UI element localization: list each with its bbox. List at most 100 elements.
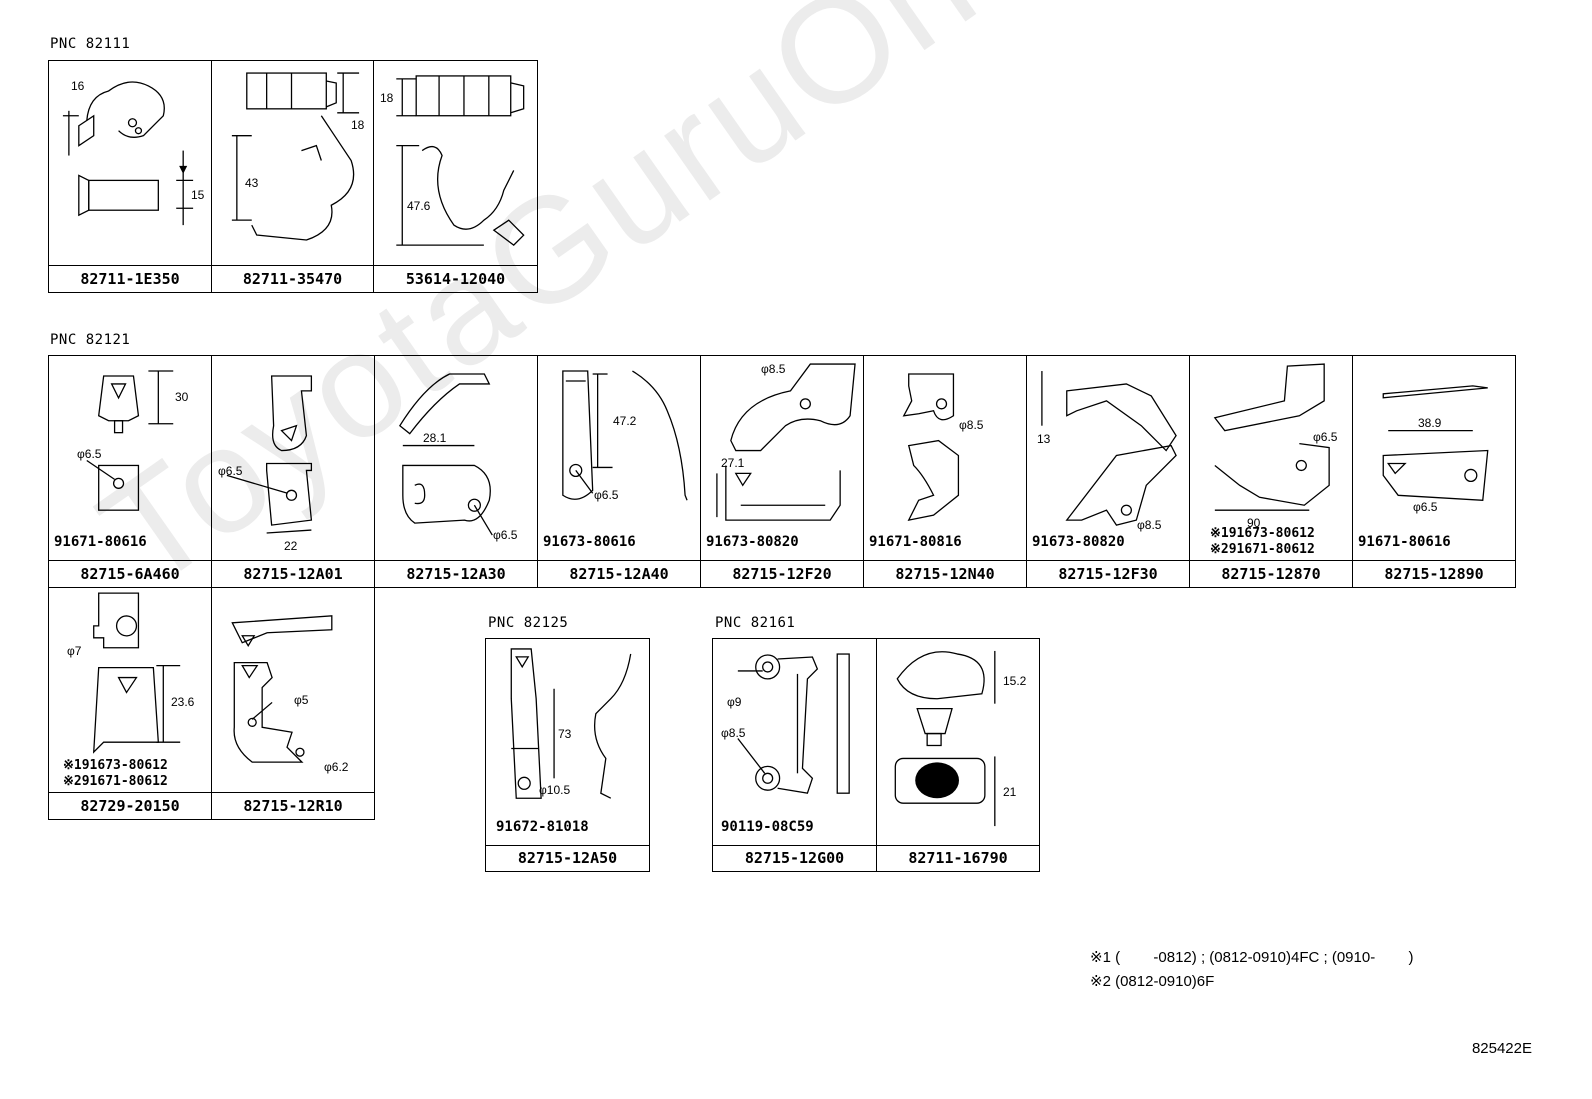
dim-label: φ9 bbox=[727, 695, 742, 709]
dim-label: 47.6 bbox=[407, 199, 431, 213]
part-cell[interactable]: 16 15 82711-1E350 bbox=[49, 61, 212, 292]
dim-label: φ6.5 bbox=[218, 464, 243, 478]
dim-label: φ8.5 bbox=[761, 362, 786, 376]
dim-label: 22 bbox=[284, 539, 298, 553]
dim-label: 15.2 bbox=[1003, 674, 1027, 688]
bolt-part-number: 91672-81018 bbox=[496, 819, 589, 835]
bracket-drawing bbox=[1213, 363, 1330, 511]
bolt-part-number: ※191673-80612 bbox=[1210, 526, 1315, 541]
pnc-label-82111: PNC 82111 bbox=[50, 36, 131, 52]
pnc-label-82161: PNC 82161 bbox=[715, 615, 796, 631]
dim-label: 16 bbox=[71, 79, 85, 93]
dim-label: φ8.5 bbox=[721, 726, 746, 740]
part-number: 82715-12F20 bbox=[732, 565, 832, 583]
bracket-drawing bbox=[1382, 385, 1489, 501]
clamp-drawing bbox=[396, 75, 525, 246]
part-cell[interactable]: φ6.5 22 82715-12A01 bbox=[212, 356, 375, 587]
dim-label: 73 bbox=[558, 727, 572, 741]
part-number: 82711-16790 bbox=[908, 849, 1008, 867]
bracket-drawing bbox=[510, 648, 632, 799]
bracket-drawing bbox=[398, 373, 493, 536]
bracket-drawing bbox=[716, 363, 856, 521]
part-number: 53614-12040 bbox=[405, 270, 506, 288]
dim-label: φ5 bbox=[294, 693, 309, 707]
dim-label: 21 bbox=[1003, 785, 1017, 799]
part-cell[interactable]: 15.2 21 82711-16790 bbox=[877, 639, 1039, 871]
part-number: 82715-12A30 bbox=[406, 565, 506, 583]
bracket-drawing bbox=[737, 653, 850, 794]
dim-label: 28.1 bbox=[423, 431, 447, 445]
dim-label: φ6.5 bbox=[1413, 500, 1438, 514]
part-cell[interactable]: 30 φ6.5 91671-80616 82715-6A460 bbox=[49, 356, 212, 587]
bolt-part-number-alt: ※291671-80612 bbox=[1210, 542, 1315, 557]
part-number: 82715-12870 bbox=[1221, 565, 1321, 583]
bolt-part-number: ※191673-80612 bbox=[63, 758, 168, 773]
part-number: 82715-12A50 bbox=[517, 849, 618, 867]
dim-label: φ6.2 bbox=[324, 760, 349, 774]
part-cell[interactable]: φ5 φ6.2 82715-12R10 bbox=[212, 588, 374, 819]
part-cell[interactable]: 28.1 φ6.5 82715-12A30 bbox=[375, 356, 538, 587]
part-number: 82715-6A460 bbox=[80, 565, 180, 583]
part-cell[interactable]: φ9 φ8.5 90119-08C59 82715-12G00 bbox=[713, 639, 877, 871]
part-number: 82715-12G00 bbox=[744, 849, 845, 867]
part-number: 82711-1E350 bbox=[80, 270, 180, 288]
dim-label: φ6.5 bbox=[1313, 430, 1338, 444]
part-number: 82715-12R10 bbox=[243, 797, 343, 815]
pnc-group-82161: φ9 φ8.5 90119-08C59 82715-12G00 15.2 21 … bbox=[712, 638, 1040, 872]
bolt-part-number: 90119-08C59 bbox=[721, 819, 814, 835]
bracket-drawing bbox=[86, 370, 174, 511]
bolt-part-number: 91673-80820 bbox=[706, 534, 799, 550]
dim-label: 38.9 bbox=[1418, 416, 1442, 430]
bracket-drawing bbox=[902, 373, 960, 522]
pnc-label-82121: PNC 82121 bbox=[50, 332, 131, 348]
dim-label: φ6.5 bbox=[77, 447, 102, 461]
bolt-part-number: 91671-80616 bbox=[54, 534, 147, 550]
pnc-group-82125: 73 φ10.5 91672-81018 82715-12A50 bbox=[485, 638, 650, 872]
part-cell[interactable]: 47.2 φ6.5 91673-80616 82715-12A40 bbox=[538, 356, 701, 587]
dim-label: 47.2 bbox=[613, 414, 637, 428]
dim-label: 15 bbox=[191, 188, 205, 202]
part-number: 82715-12A01 bbox=[243, 565, 343, 583]
part-number: 82715-12F30 bbox=[1058, 565, 1158, 583]
dim-label: 18 bbox=[351, 118, 365, 132]
dim-label: φ6.5 bbox=[594, 488, 619, 502]
part-cell[interactable]: φ7 23.6 ※191673-80612 ※291671-80612 8272… bbox=[49, 588, 212, 819]
part-cell[interactable]: φ8.5 91671-80816 82715-12N40 bbox=[864, 356, 1027, 587]
bracket-drawing bbox=[1041, 371, 1177, 526]
part-cell[interactable]: 18 47.6 53614-12040 bbox=[374, 61, 537, 292]
dim-label: 18 bbox=[380, 91, 394, 105]
bolt-part-number-alt: ※291671-80612 bbox=[63, 774, 168, 789]
dim-label: φ10.5 bbox=[539, 783, 571, 797]
pnc-group-82111: 16 15 82711-1E350 18 43 82711-35470 bbox=[48, 60, 538, 293]
part-cell[interactable]: 13 φ8.5 91673-80820 82715-12F30 bbox=[1027, 356, 1190, 587]
dim-label: φ7 bbox=[67, 644, 82, 658]
dim-label: 13 bbox=[1037, 432, 1051, 446]
pnc-label-82125: PNC 82125 bbox=[488, 615, 569, 631]
part-cell[interactable]: 73 φ10.5 91672-81018 82715-12A50 bbox=[486, 639, 649, 871]
bolt-part-number: 91673-80820 bbox=[1032, 534, 1125, 550]
part-number: 82715-12890 bbox=[1384, 565, 1484, 583]
part-cell[interactable]: 38.9 φ6.5 91671-80616 82715-12890 bbox=[1353, 356, 1515, 587]
dim-label: 27.1 bbox=[721, 456, 745, 470]
dim-label: φ8.5 bbox=[1137, 518, 1162, 532]
part-cell[interactable]: 18 43 82711-35470 bbox=[212, 61, 374, 292]
part-number: 82715-12N40 bbox=[895, 565, 995, 583]
bracket-drawing bbox=[231, 615, 333, 763]
bolt-part-number: 91671-80616 bbox=[1358, 534, 1451, 550]
clip-drawing bbox=[894, 650, 996, 827]
dim-label: 43 bbox=[245, 176, 259, 190]
diagram-code: 825422E bbox=[1471, 1040, 1532, 1057]
pnc-group-82121-row1: 30 φ6.5 91671-80616 82715-6A460 φ6.5 22 … bbox=[48, 355, 1516, 588]
bracket-drawing bbox=[226, 375, 313, 534]
dim-label: 90 bbox=[1247, 516, 1261, 530]
clamp-drawing bbox=[231, 72, 360, 241]
part-cell[interactable]: φ8.5 27.1 91673-80820 82715-12F20 bbox=[701, 356, 864, 587]
footnote-1: ※1 ( -0812) ; (0812-0910)4FC ; (0910- ) bbox=[1090, 949, 1414, 966]
part-cell[interactable]: φ6.5 90 ※191673-80612 ※291671-80612 8271… bbox=[1190, 356, 1353, 587]
footnote-2: ※2 (0812-0910)6F bbox=[1090, 973, 1215, 990]
part-number: 82715-12A40 bbox=[569, 565, 669, 583]
part-number: 82729-20150 bbox=[80, 797, 180, 815]
dim-label: φ8.5 bbox=[959, 418, 984, 432]
dim-label: 30 bbox=[175, 390, 189, 404]
pnc-group-82121-row2: φ7 23.6 ※191673-80612 ※291671-80612 8272… bbox=[48, 587, 375, 820]
